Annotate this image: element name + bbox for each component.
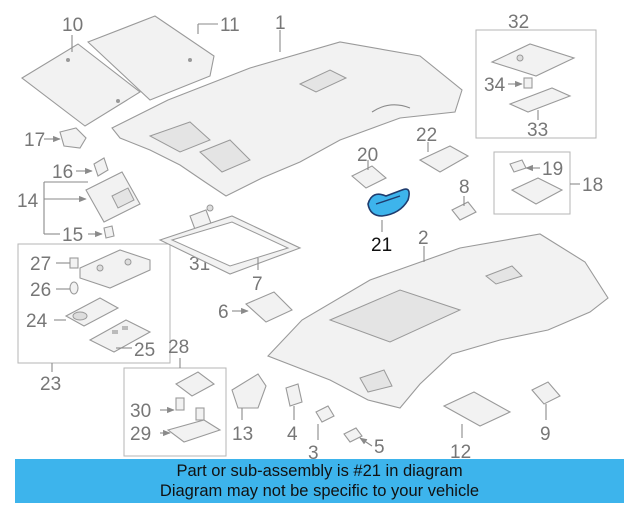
part-3-clip[interactable] [315,405,335,423]
info-banner: Part or sub-assembly is #21 in diagram D… [15,459,624,503]
banner-line-1: Part or sub-assembly is #21 in diagram [176,462,463,480]
part-5-clip[interactable] [343,427,363,443]
callout-30: 30 [130,401,151,422]
callout-24: 24 [26,311,48,332]
callout-29: 29 [130,424,151,445]
part-1-headliner[interactable] [111,41,463,197]
callout-6: 6 [218,302,229,323]
callout-34: 34 [484,75,506,96]
callout-28: 28 [168,337,189,358]
part-overhead-console[interactable] [79,249,151,289]
callout-9: 9 [540,424,551,445]
part-32-console[interactable] [490,43,576,77]
callout-3: 3 [308,443,319,464]
callout-23: 23 [40,374,61,395]
callout-10: 10 [62,15,83,36]
group-box-32 [475,29,597,139]
part-27-bulb[interactable] [69,257,79,269]
part-14-sun-visor[interactable] [85,171,141,223]
callout-5: 5 [374,437,385,458]
part-22-bracket[interactable] [418,145,470,173]
callout-7: 7 [252,274,263,295]
callout-13: 13 [232,424,253,445]
part-4-hook[interactable] [285,383,303,407]
part-28-lamp[interactable] [174,371,216,397]
callout-19: 19 [542,159,563,180]
callout-12: 12 [450,442,471,463]
part-7-sunroof-frame[interactable] [158,215,302,275]
part-30-bulb[interactable] [175,397,205,421]
group-box-23 [17,243,171,364]
part-29-lens[interactable] [166,419,222,443]
callout-14: 14 [17,191,39,212]
callout-18: 18 [582,175,603,196]
part-13-pad[interactable] [231,373,267,409]
part-16-bracket[interactable] [93,157,109,177]
part-11-panel[interactable] [86,15,215,101]
part-10-panel[interactable] [21,43,141,127]
part-8-pad[interactable] [451,201,477,221]
callout-4: 4 [287,424,298,445]
callout-11: 11 [220,15,240,36]
callout-25: 25 [134,340,155,361]
callout-32: 32 [508,12,529,33]
group-box-18 [493,151,571,215]
callout-2: 2 [418,228,429,249]
callout-17: 17 [24,130,45,151]
group-box-28 [123,367,227,457]
part-2-headliner[interactable] [267,233,609,409]
callout-27: 27 [30,254,51,275]
callout-15: 15 [62,225,83,246]
callout-21: 21 [371,235,392,256]
callout-8: 8 [459,177,470,198]
callout-22: 22 [416,125,437,146]
part-24-lens[interactable] [64,297,120,327]
callout-33: 33 [527,120,548,141]
part-34-bulb[interactable] [523,77,533,89]
part-9-bracket[interactable] [531,381,561,405]
callout-1: 1 [275,13,286,34]
banner-line-2: Diagram may not be specific to your vehi… [159,482,480,500]
callout-16: 16 [52,162,73,183]
callout-20: 20 [357,145,378,166]
part-6-pad[interactable] [244,291,293,323]
part-33-lens[interactable] [508,87,572,113]
part-20-handle-bracket[interactable] [351,165,387,189]
part-25-switch[interactable] [88,319,152,353]
part-26-bulb[interactable] [69,281,79,295]
part-19-bulb[interactable] [509,159,527,173]
part-12-panel[interactable] [442,391,512,427]
part-15-clip[interactable] [103,225,115,239]
part-21-grab-handle[interactable] [367,188,410,217]
part-17-clip[interactable] [59,127,87,149]
callout-26: 26 [30,280,51,301]
part-18-lamp[interactable] [510,177,564,205]
